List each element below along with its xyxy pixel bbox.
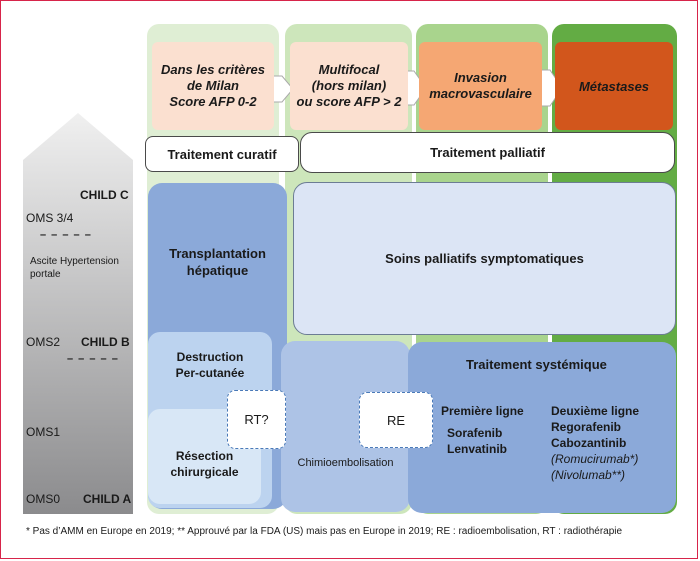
stage-milan-line3: Score AFP 0-2 bbox=[169, 94, 257, 109]
palliative-treatment-label: Traitement palliatif bbox=[430, 145, 545, 160]
scale-oms1: OMS1 bbox=[26, 425, 61, 439]
scale-oms34: OMS 3/4 bbox=[26, 211, 74, 225]
stage-milan-line2: de Milan bbox=[186, 78, 239, 93]
systemic-treatment-title: Traitement systémique bbox=[466, 357, 607, 372]
curative-treatment-label: Traitement curatif bbox=[167, 146, 277, 162]
transplant-label-line2: hépatique bbox=[186, 263, 249, 278]
scale-child-b: CHILD B bbox=[81, 335, 130, 349]
first-line-drug-lenvatinib: Lenvatinib bbox=[447, 442, 508, 456]
scale-oms2: OMS2 bbox=[26, 335, 61, 349]
transplant-label-line1: Transplantation bbox=[169, 246, 266, 261]
scale-child-c: CHILD C bbox=[80, 188, 129, 202]
first-line-drug-sorafenib: Sorafenib bbox=[447, 426, 503, 440]
palliative-treatment-box: Traitement palliatif bbox=[300, 132, 675, 173]
destruction-label-line1: Destruction bbox=[176, 350, 244, 364]
palliative-care-box: Soins palliatifs symptomatiques bbox=[293, 182, 676, 335]
stage-multifocal-line2: (hors milan) bbox=[311, 78, 387, 93]
resection-label-line2: chirurgicale bbox=[170, 464, 239, 479]
second-line-drug-nivolumab: (Nivolumab**) bbox=[551, 468, 626, 482]
stage-milan: Dans les critères de Milan Score AFP 0-2 bbox=[152, 42, 274, 130]
scale-oms0: OMS0 bbox=[26, 492, 61, 506]
radiotherapy-box: RT? bbox=[227, 390, 286, 449]
first-line-title: Première ligne bbox=[441, 404, 524, 418]
stage-invasion-line2: macrovasculaire bbox=[429, 86, 532, 101]
palliative-care-label: Soins palliatifs symptomatiques bbox=[385, 251, 584, 266]
stage-metastases: Métastases bbox=[555, 42, 673, 130]
second-line-drug-romucirumab: (Romucirumab*) bbox=[551, 452, 639, 466]
stage-milan-line1: Dans les critères bbox=[160, 62, 266, 77]
stage-multifocal-line3: ou score AFP > 2 bbox=[296, 94, 402, 109]
chemoembolization-label: Chimioembolisation bbox=[297, 456, 394, 469]
radioembolization-label: RE bbox=[386, 412, 406, 428]
second-line-drug-regorafenib: Regorafenib bbox=[551, 420, 622, 434]
second-line-drug-cabozantinib: Cabozantinib bbox=[551, 436, 627, 450]
stage-metastases-line1: Métastases bbox=[578, 78, 650, 94]
scale-ascite-line1: Ascite Hypertension bbox=[30, 256, 119, 267]
systemic-treatment-box bbox=[408, 342, 676, 513]
footnote: * Pas d’AMM en Europe en 2019; ** Approu… bbox=[26, 526, 623, 537]
severity-scale-arrow bbox=[23, 113, 133, 514]
stage-invasion-line1: Invasion bbox=[454, 70, 507, 85]
second-line-title: Deuxième ligne bbox=[551, 404, 640, 418]
curative-treatment-box: Traitement curatif bbox=[145, 136, 299, 172]
stage-multifocal-line1: Multifocal bbox=[318, 62, 380, 77]
scale-dash-2: – – – – – bbox=[67, 353, 119, 365]
radiotherapy-label: RT? bbox=[244, 412, 269, 427]
stage-multifocal: Multifocal (hors milan) ou score AFP > 2 bbox=[290, 42, 408, 130]
scale-dash-1: – – – – – bbox=[40, 229, 92, 241]
resection-label-line1: Résection bbox=[175, 448, 234, 463]
radioembolization-box: RE bbox=[359, 392, 433, 448]
destruction-label-line2: Per-cutanée bbox=[175, 366, 245, 380]
scale-child-a: CHILD A bbox=[83, 492, 132, 506]
stage-invasion: Invasion macrovasculaire bbox=[419, 42, 542, 130]
scale-ascite-line2: portale bbox=[30, 269, 61, 280]
